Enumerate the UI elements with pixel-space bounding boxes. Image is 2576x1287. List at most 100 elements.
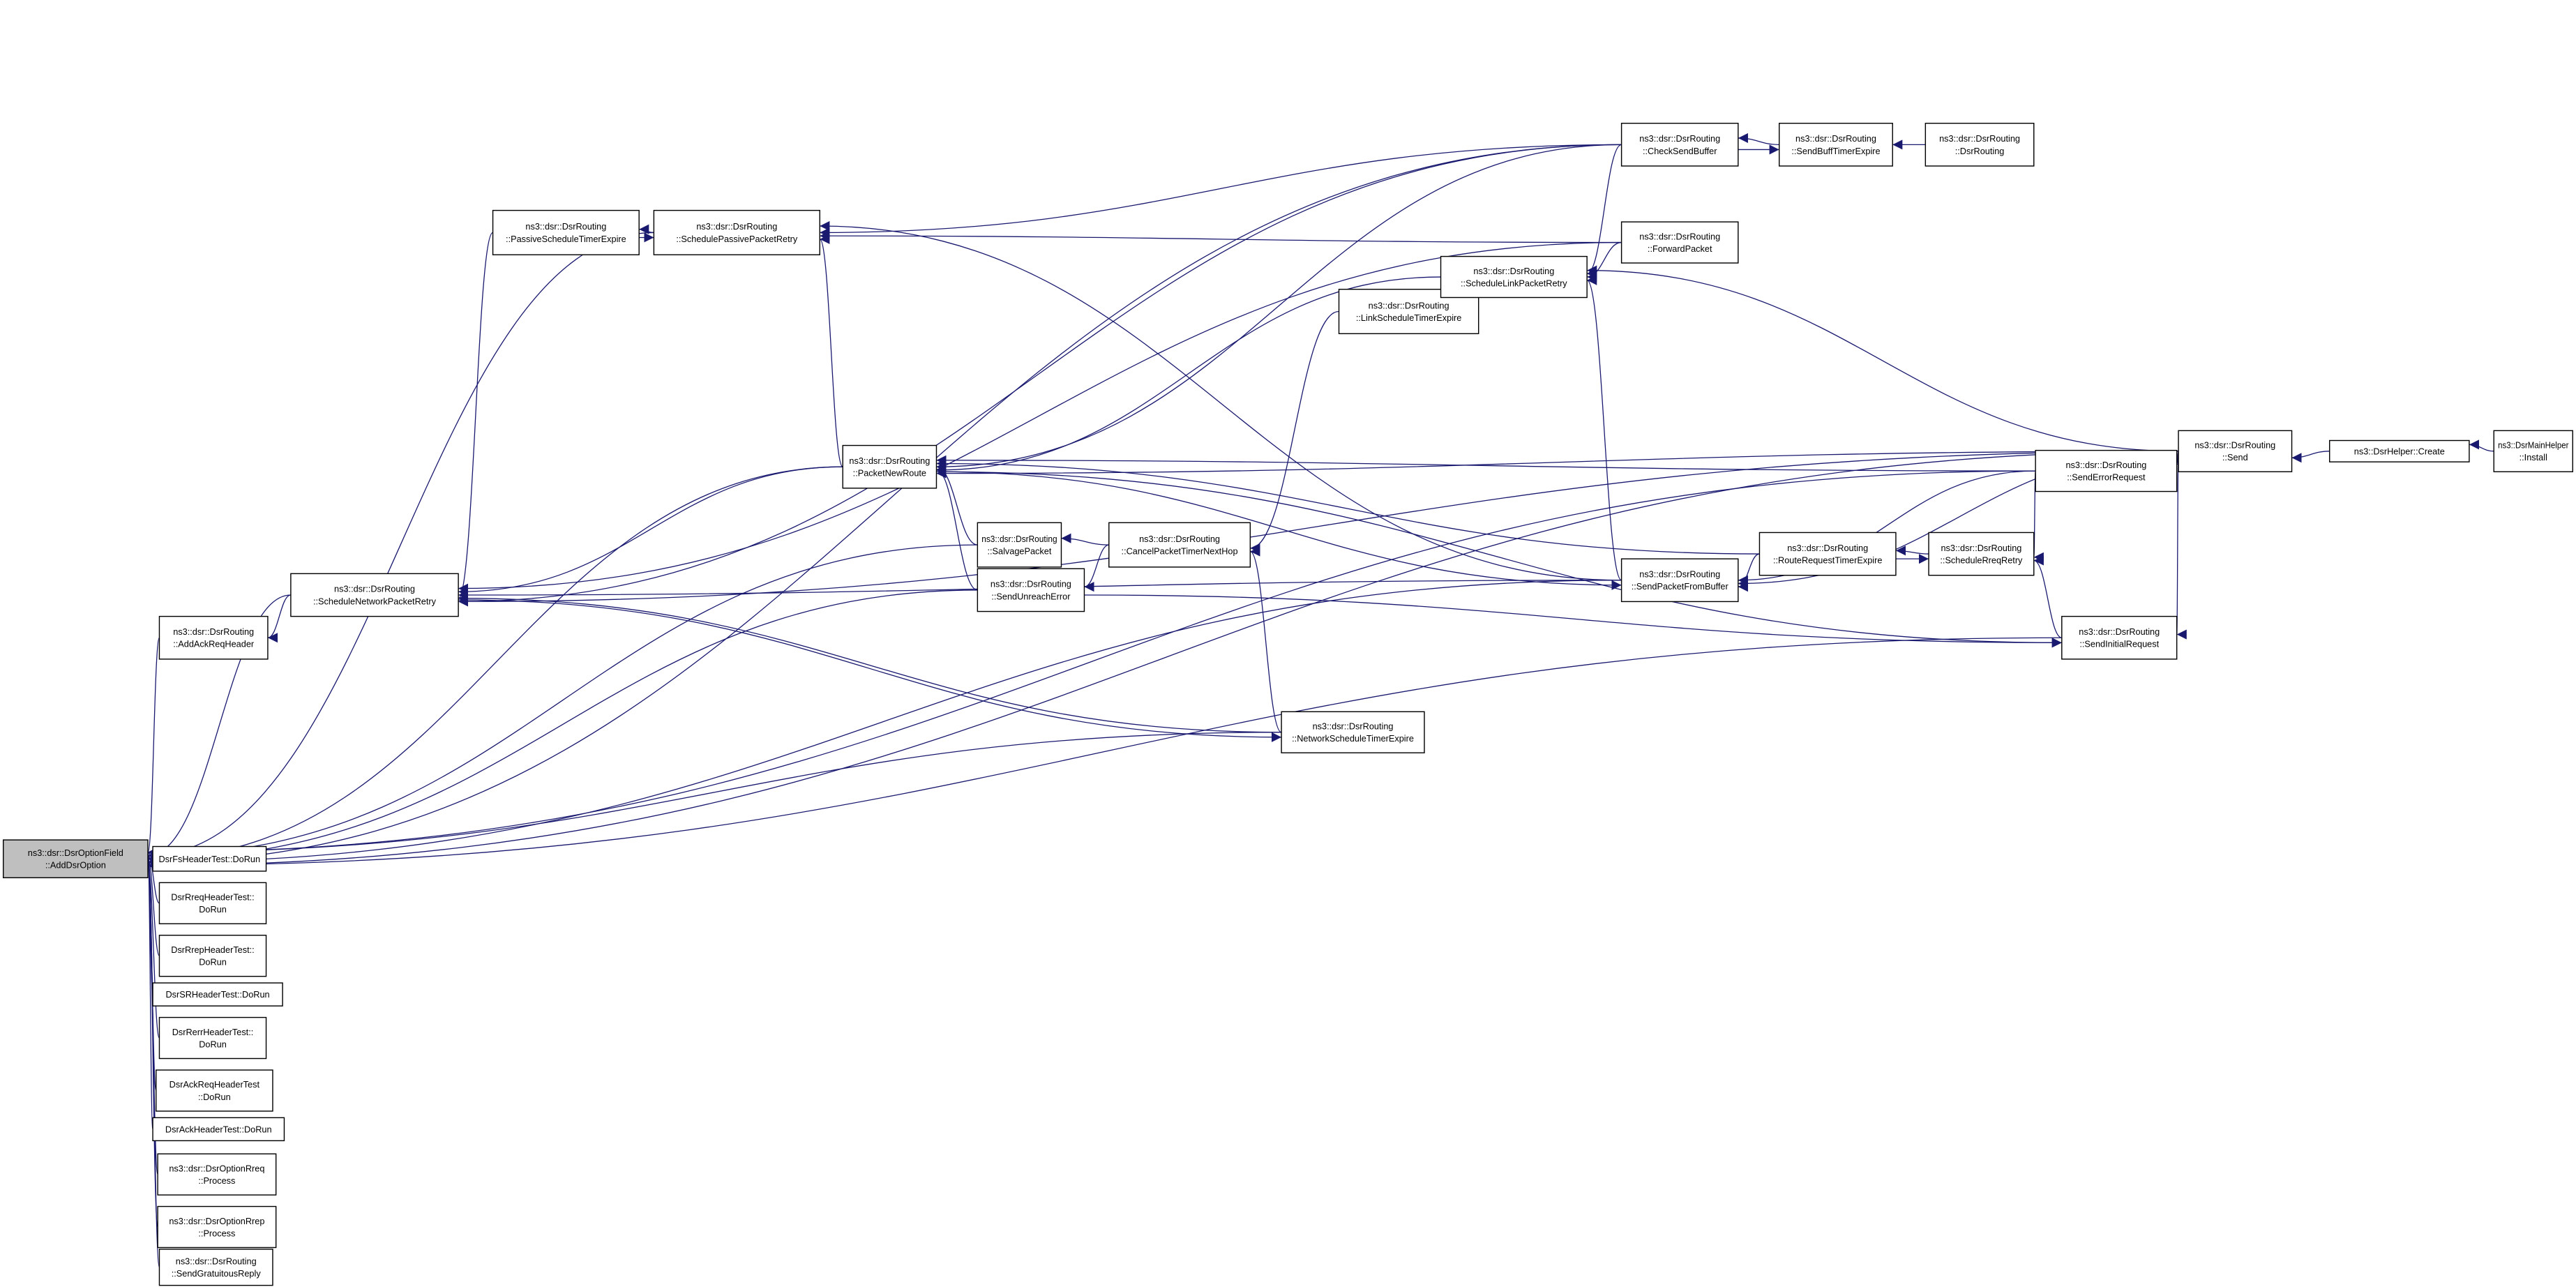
node-checksend[interactable]: ns3::dsr::DsrRouting::CheckSendBuffer	[1620, 123, 1739, 167]
node-box	[152, 1117, 285, 1141]
node-box	[157, 1205, 277, 1249]
node-box	[977, 522, 1062, 568]
node-rreqt[interactable]: DsrRreqHeaderTest::DoRun	[158, 882, 267, 924]
node-create[interactable]: ns3::DsrHelper::Create	[2329, 439, 2470, 462]
node-label: DoRun	[199, 1039, 227, 1049]
node-label: ns3::dsr::DsrRouting	[696, 221, 777, 232]
node-box	[1928, 532, 2035, 576]
node-newroute[interactable]: ns3::dsr::DsrRouting::PacketNewRoute	[842, 444, 937, 489]
node-label: ::SendPacketFromBuffer	[1632, 581, 1729, 592]
node-forward[interactable]: ns3::dsr::DsrRouting::ForwardPacket	[1620, 221, 1739, 264]
node-label: ns3::dsr::DsrRouting	[1939, 133, 2020, 144]
node-label: ns3::dsr::DsrRouting	[981, 534, 1057, 544]
node-netretry[interactable]: ns3::dsr::DsrRouting::ScheduleNetworkPac…	[290, 573, 459, 617]
node-sendbuffexp[interactable]: ns3::dsr::DsrRouting::SendBuffTimerExpir…	[1779, 123, 1893, 167]
edge-checksend-to-linkretry	[1586, 144, 1622, 279]
node-rrept[interactable]: DsrRrepHeaderTest::DoRun	[158, 935, 267, 977]
node-label: ::SendGratuitousReply	[172, 1268, 262, 1279]
node-label: ns3::dsr::DsrRouting	[991, 579, 1071, 589]
node-optrrep[interactable]: ns3::dsr::DsrOptionRrep::Process	[157, 1205, 277, 1249]
node-unreach[interactable]: ns3::dsr::DsrRouting::SendUnreachError	[977, 568, 1085, 612]
node-label: ::LinkScheduleTimerExpire	[1356, 313, 1461, 323]
node-label: ::ScheduleLinkPacketRetry	[1461, 278, 1567, 288]
edge-passiveexp-to-netretry	[458, 232, 494, 603]
node-fs[interactable]: DsrFsHeaderTest::DoRun	[152, 845, 267, 872]
node-label: ns3::dsr::DsrRouting	[1473, 266, 1554, 276]
node-label: ns3::DsrMainHelper	[2498, 440, 2569, 451]
node-label: ns3::dsr::DsrRouting	[1941, 543, 2021, 553]
node-ctor[interactable]: ns3::dsr::DsrRouting::DsrRouting	[1925, 123, 2035, 167]
node-sendinit[interactable]: ns3::dsr::DsrRouting::SendInitialRequest	[2061, 615, 2178, 660]
node-passiveexp[interactable]: ns3::dsr::DsrRouting::PassiveScheduleTim…	[492, 209, 640, 255]
node-label: ::SendInitialRequest	[2079, 639, 2159, 649]
node-box	[1779, 123, 1893, 167]
node-install[interactable]: ns3::DsrMainHelper::Install	[2493, 430, 2573, 472]
node-label: ns3::dsr::DsrRouting	[176, 1256, 257, 1266]
node-label: ::SchedulePassivePacketRetry	[676, 234, 798, 244]
edge-forward-to-passiveretry	[820, 231, 1622, 243]
node-gratuitous[interactable]: ns3::dsr::DsrRouting::SendGratuitousRepl…	[158, 1249, 273, 1286]
node-label: ::CheckSendBuffer	[1643, 146, 1717, 156]
node-label: ::DoRun	[198, 1092, 231, 1102]
node-box	[2329, 439, 2470, 462]
node-label: ns3::dsr::DsrRouting	[2079, 626, 2160, 637]
node-netexp[interactable]: ns3::dsr::DsrRouting::NetworkScheduleTim…	[1281, 711, 1425, 753]
node-label: ::PacketNewRoute	[853, 468, 926, 479]
node-box	[152, 845, 267, 872]
node-senderr[interactable]: ns3::dsr::DsrRouting::SendErrorRequest	[2035, 449, 2178, 492]
node-rreqretry[interactable]: ns3::dsr::DsrRouting::ScheduleRreqRetry	[1928, 532, 2035, 576]
node-label: ns3::dsr::DsrOptionRrep	[169, 1216, 264, 1226]
node-label: ::NetworkScheduleTimerExpire	[1292, 733, 1414, 744]
node-rerrt[interactable]: DsrRerrHeaderTest::DoRun	[158, 1016, 267, 1060]
edge-newroute-to-root	[147, 466, 843, 864]
node-box	[1281, 711, 1425, 753]
node-label: ::SendErrorRequest	[2067, 472, 2146, 483]
node-cancel[interactable]: ns3::dsr::DsrRouting::CancelPacketTimerN…	[1108, 522, 1251, 568]
edge-salvage-to-root	[147, 544, 978, 861]
node-label: ns3::DsrHelper::Create	[2354, 446, 2445, 456]
node-label: ns3::dsr::DsrRouting	[1787, 543, 1868, 553]
node-optrreq[interactable]: ns3::dsr::DsrOptionRreq::Process	[157, 1153, 277, 1196]
edge-newroute-to-sendfrombuf	[936, 471, 1622, 590]
node-passiveretry[interactable]: ns3::dsr::DsrRouting::SchedulePassivePac…	[653, 209, 820, 255]
node-rreqexp[interactable]: ns3::dsr::DsrRouting::RouteRequestTimerE…	[1758, 532, 1897, 576]
node-ackt[interactable]: DsrAckHeaderTest::DoRun	[152, 1117, 285, 1141]
node-root[interactable]: ns3::dsr::DsrOptionField::AddDsrOption	[3, 839, 149, 878]
node-label: ::PassiveScheduleTimerExpire	[506, 234, 626, 244]
node-send[interactable]: ns3::dsr::DsrRouting::Send	[2178, 430, 2293, 472]
node-label: ::Install	[2519, 452, 2547, 462]
node-sendfrombuf[interactable]: ns3::dsr::DsrRouting::SendPacketFromBuff…	[1620, 558, 1739, 603]
edge-rreqexp-to-newroute	[936, 458, 1760, 555]
edge-checksend-to-passiveretry	[820, 144, 1622, 238]
node-salvage[interactable]: ns3::dsr::DsrRouting::SalvagePacket	[977, 522, 1062, 568]
node-box	[158, 1016, 267, 1060]
edge-netexp-to-cancel	[1250, 546, 1282, 733]
edge-netretry-to-root	[147, 594, 291, 861]
node-label: DoRun	[199, 904, 227, 915]
node-box	[2178, 430, 2293, 472]
edge-senderr-to-newroute	[936, 455, 2036, 472]
node-label: ns3::dsr::DsrRouting	[1139, 534, 1220, 544]
nodes-layer: ns3::dsr::DsrOptionField::AddDsrOptionDs…	[3, 123, 2573, 1286]
node-box	[158, 1249, 273, 1286]
edge-netretry-to-ackreqhdr	[267, 594, 292, 643]
edge-passiveretry-to-passiveexp	[639, 224, 654, 234]
edge-sendbuffexp-to-checksend	[1738, 133, 1779, 146]
edge-sendinit-to-root	[147, 637, 2062, 871]
node-ackreqt[interactable]: DsrAckReqHeaderTest::DoRun	[156, 1069, 273, 1112]
node-label: ns3::dsr::DsrOptionField	[28, 848, 123, 858]
edge-unreach-to-root	[147, 589, 978, 864]
edge-newroute-to-netretry	[458, 466, 843, 597]
node-box	[1620, 558, 1739, 603]
node-linkretry[interactable]: ns3::dsr::DsrRouting::ScheduleLinkPacket…	[1440, 255, 1588, 299]
edge-forward-to-netretry	[458, 241, 1622, 594]
edge-sendinit-to-rreqretry	[2033, 555, 2063, 638]
node-box	[158, 615, 269, 660]
node-srt[interactable]: DsrSRHeaderTest::DoRun	[152, 982, 283, 1007]
edge-sendfrombuf-to-linkretry	[1586, 275, 1622, 581]
edge-rreqexp-to-sendfrombuf	[1738, 553, 1760, 592]
node-ackreqhdr[interactable]: ns3::dsr::DsrRouting::AddAckReqHeader	[158, 615, 269, 660]
node-box	[2493, 430, 2573, 472]
node-label: ::ScheduleRreqRetry	[1940, 555, 2023, 566]
node-box	[653, 209, 820, 255]
